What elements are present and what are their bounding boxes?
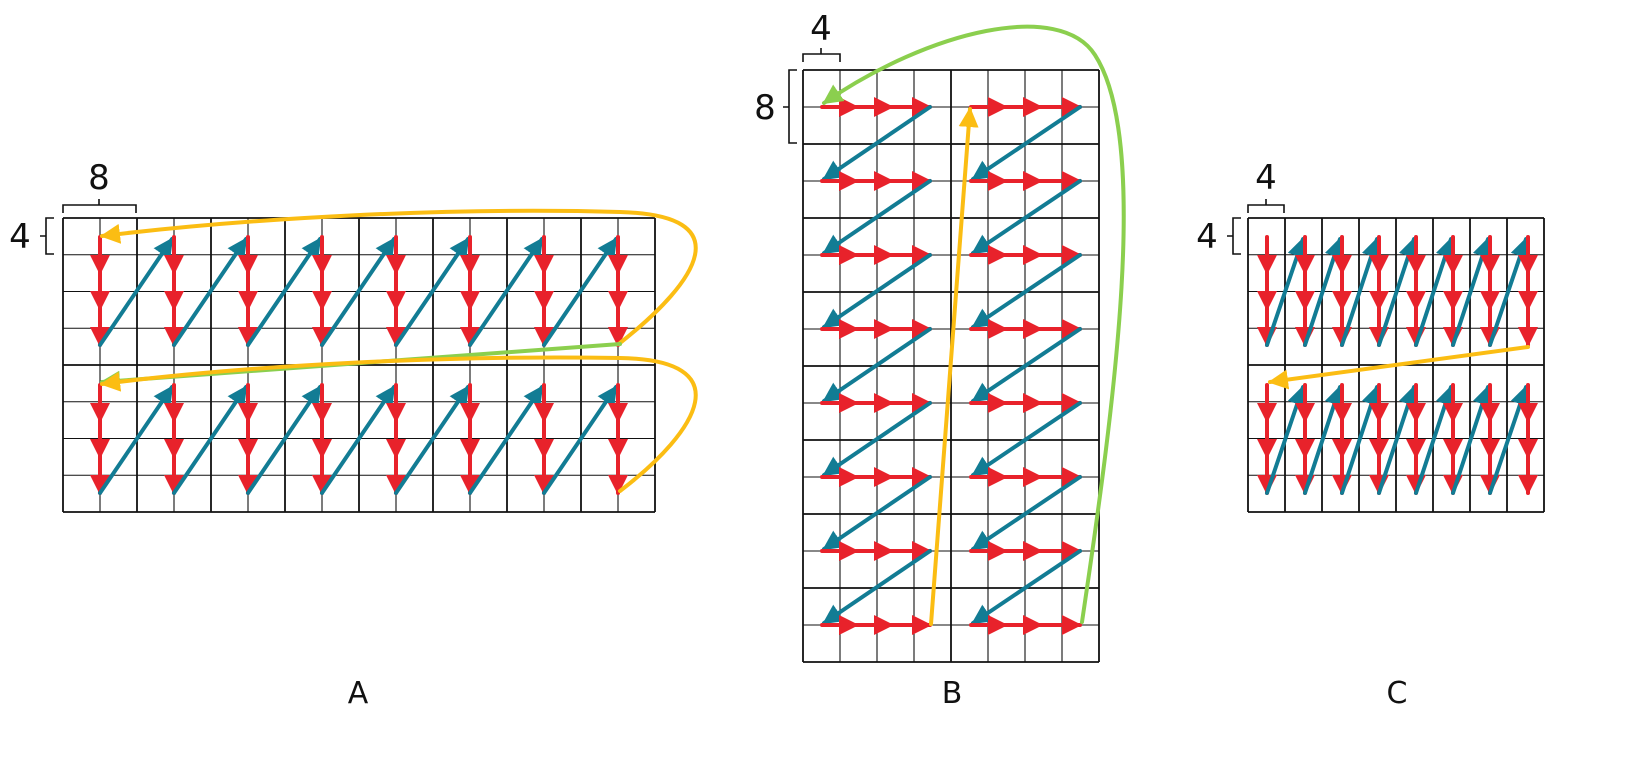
panel-a: 8 4 A [9, 158, 698, 711]
panel-b-teal-arrow [822, 327, 932, 403]
panel-b-teal-arrow [971, 401, 1082, 477]
panel-b-teal-arrow [971, 253, 1082, 329]
panel-a-teal-arrow [320, 237, 396, 347]
panel-a-teal-arrow [172, 385, 248, 495]
panel-b-teal-arrow [971, 327, 1082, 403]
panel-a-brace-y: 4 [9, 217, 54, 257]
panel-a-teal-arrow [542, 237, 618, 347]
panel-c-brace-x-label: 4 [1255, 158, 1277, 198]
panel-b-label: B [942, 676, 963, 711]
panel-c-brace-y: 4 [1196, 217, 1241, 257]
panel-c-brace-x: 4 [1247, 158, 1285, 213]
panel-a-yellow-wrap-bottom [100, 355, 698, 493]
panel-a-brace-x-label: 8 [88, 158, 110, 198]
panel-a-brace-y-label: 4 [9, 217, 31, 257]
panel-b-brace-y: 8 [754, 69, 797, 144]
panel-a-teal-arrow [98, 385, 174, 495]
panel-a-teal-arrow [468, 237, 544, 347]
panel-b-teal-arrow [971, 549, 1082, 625]
panel-c-grid [1247, 217, 1545, 513]
panel-b-teal-arrow [971, 179, 1082, 255]
panel-a-teal-arrow [172, 237, 248, 347]
panel-a-label: A [348, 676, 369, 711]
panel-a-arrows [90, 208, 698, 495]
panel-c: 4 4 C [1196, 158, 1545, 711]
panel-c-brace-y-label: 4 [1196, 217, 1218, 257]
panel-a-teal-arrow [98, 237, 174, 347]
panel-b-green-wrap [822, 24, 1126, 624]
panel-a-yellow-wrap-top [100, 208, 698, 345]
panel-c-teal-arrow [1488, 385, 1530, 495]
panel-b-teal-arrow [822, 401, 932, 477]
panel-b-arrows [820, 24, 1126, 635]
panel-b-brace-y-label: 8 [754, 88, 776, 128]
panel-b-teal-arrow [822, 105, 932, 181]
panel-a-teal-arrow [320, 385, 396, 495]
panel-a-teal-arrow [394, 385, 470, 495]
panel-b-teal-arrow [822, 179, 932, 255]
panel-b-yellow-jump [929, 107, 979, 626]
panel-a-teal-arrow [246, 237, 322, 347]
panel-b-teal-arrow [971, 475, 1082, 551]
panel-b-teal-arrow [971, 105, 1082, 181]
panel-b: 4 8 B [754, 9, 1126, 711]
panel-c-yellow-jump [1268, 345, 1530, 390]
panel-a-teal-arrow [394, 237, 470, 347]
panel-b-brace-x-label: 4 [810, 9, 832, 49]
panel-a-teal-arrow [542, 385, 618, 495]
panel-a-teal-arrow [468, 385, 544, 495]
panel-b-teal-arrow [822, 253, 932, 329]
panel-a-teal-arrow [246, 385, 322, 495]
panel-a-brace-x: 8 [62, 158, 137, 213]
panel-b-teal-arrow [822, 475, 932, 551]
panel-c-arrows [1257, 235, 1538, 495]
panel-b-brace-x: 4 [802, 9, 841, 62]
panel-b-teal-arrow [822, 549, 932, 625]
panel-c-label: C [1387, 676, 1408, 711]
